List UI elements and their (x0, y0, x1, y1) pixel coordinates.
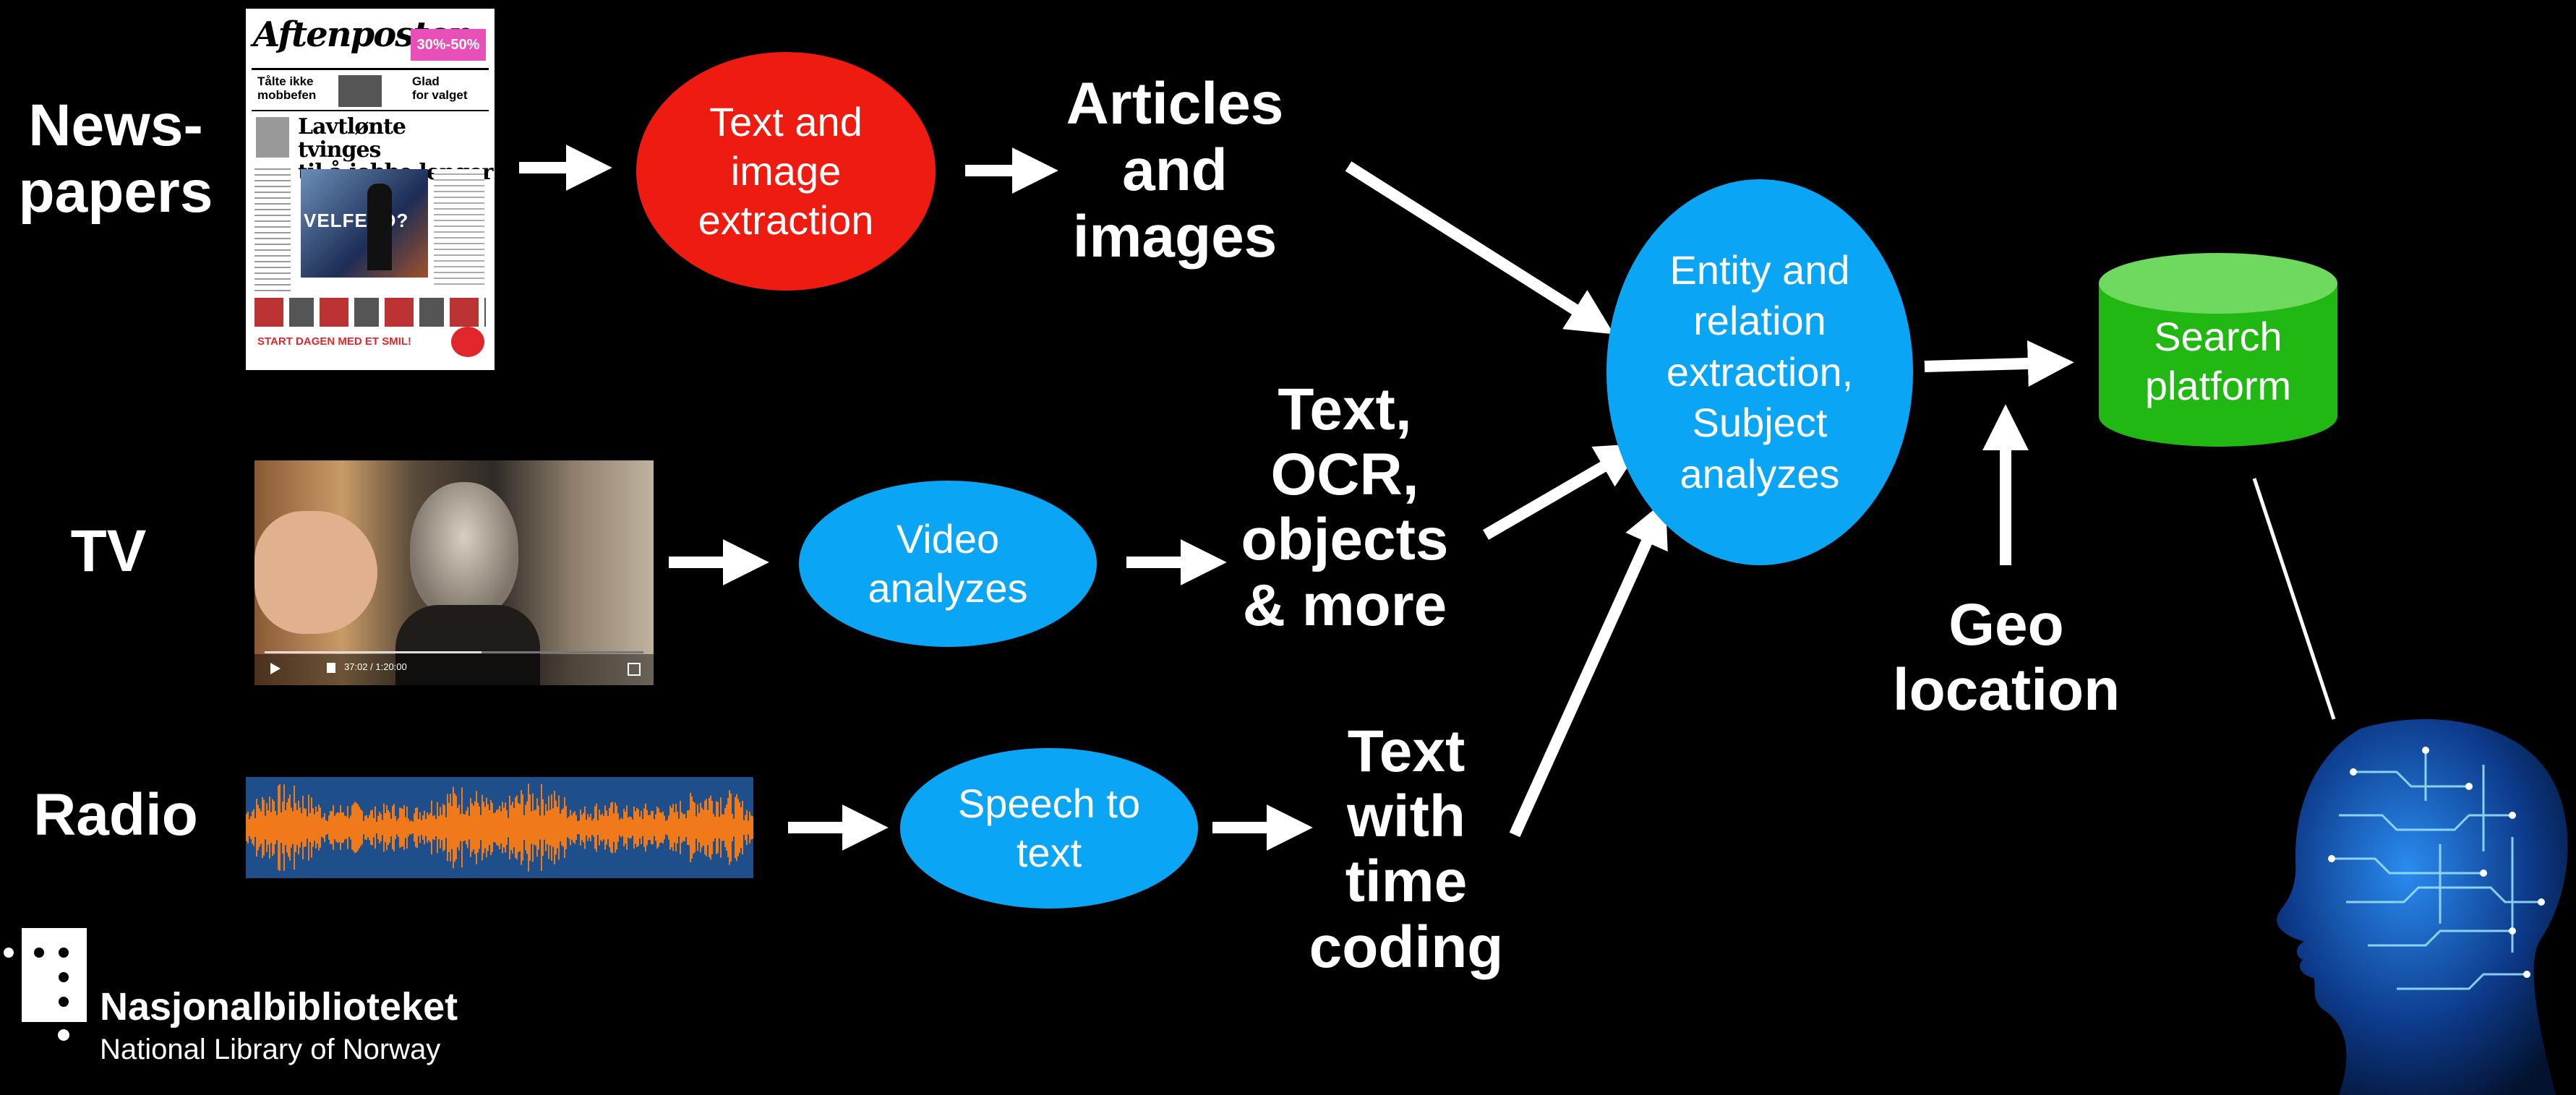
text-image-extraction-node: Text and image extraction (636, 52, 936, 291)
newspaper-promo-badge: 30%-50% (411, 29, 486, 61)
newspaper-overlay-word: VELFERD? (304, 210, 409, 231)
source-tv-label: TV (70, 518, 147, 584)
ai-head-illustration (2252, 707, 2576, 1095)
source-newspapers-label: News- papers (18, 93, 213, 225)
arrow-text-ocr-to-entity (1482, 443, 1643, 540)
play-icon[interactable] (270, 663, 281, 674)
search-platform-cylinder (2099, 253, 2337, 447)
radio-waveform (246, 777, 753, 878)
text-ocr-objects-label: Text, OCR, objects & more (1241, 377, 1449, 638)
fullscreen-icon[interactable] (628, 663, 641, 676)
arrow-articles-to-entity (1345, 161, 1614, 335)
logo-mark-icon (4, 928, 87, 1041)
tv-thumbnail: 37:02 / 1:20:00 (254, 460, 654, 685)
tv-portrait-face (410, 482, 518, 619)
newspaper-main-photo: VELFERD? (301, 169, 428, 278)
articles-images-label: Articles and images (1066, 71, 1284, 270)
geo-location-label: Geo location (1892, 592, 2121, 723)
search-platform-label: Search platform (2144, 313, 2292, 408)
logo-subtitle: National Library of Norway (100, 1034, 441, 1065)
volume-icon[interactable] (327, 663, 335, 673)
video-analyzes-node: Video analyzes (799, 481, 1097, 647)
newspaper-thumbnail: Aftenposten 30%-50% Tålte ikke mobbefen … (246, 9, 495, 370)
newspaper-teaser-left: Tålte ikke mobbefen (257, 74, 317, 102)
entity-relation-node: Entity and relation extraction, Subject … (1606, 179, 1913, 565)
nasjonalbiblioteket-logo: Nasjonalbiblioteket National Library of … (0, 918, 506, 1095)
connector-search-to-ai (2252, 478, 2336, 720)
speech-to-text-node: Speech to text (900, 748, 1198, 909)
source-radio-label: Radio (33, 782, 198, 848)
newspaper-teaser-right: Glad for valget (412, 74, 468, 102)
arrow-text-time-to-entity (1509, 499, 1668, 838)
text-time-coding-label: Text with time coding (1309, 718, 1504, 980)
newspaper-footer: START DAGEN MED ET SMIL! (257, 335, 412, 348)
arrow-entity-to-search (1924, 340, 2074, 387)
logo-name: Nasjonalbiblioteket (100, 985, 458, 1029)
tv-timecode: 37:02 / 1:20:00 (344, 661, 407, 672)
